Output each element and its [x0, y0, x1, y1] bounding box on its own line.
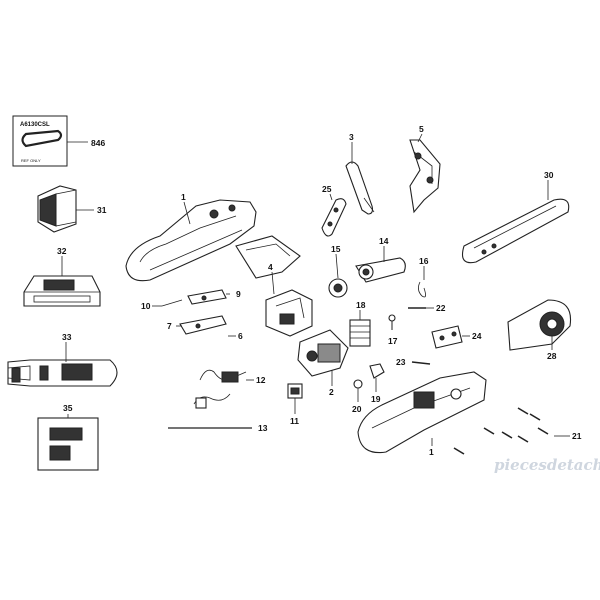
handle-grip [345, 142, 375, 215]
connector [287, 383, 303, 414]
callout-6: 6 [238, 331, 243, 341]
callout-30: 30 [544, 170, 554, 180]
drive-sprocket [328, 253, 348, 298]
callout-4: 4 [268, 262, 273, 272]
housing-left [125, 199, 257, 282]
callout-5: 5 [419, 124, 424, 134]
motor [297, 329, 349, 386]
guide-bar [461, 180, 570, 264]
callout-11: 11 [290, 416, 299, 426]
callout-7: 7 [167, 321, 172, 331]
callout-23: 23 [396, 357, 406, 367]
callout-22: 22 [436, 303, 446, 313]
callout-9: 9 [236, 289, 241, 299]
callout-28: 28 [547, 351, 557, 361]
callout-24: 24 [472, 331, 482, 341]
trigger-switch [152, 289, 230, 307]
callout-16: 16 [419, 256, 429, 266]
chain-model-text: A6130CSL [20, 122, 50, 128]
callout-15: 15 [331, 244, 341, 254]
callout-21: 21 [572, 431, 582, 441]
battery-pack [37, 185, 94, 233]
motor-housing-cover [235, 235, 301, 295]
callout-32: 32 [57, 246, 67, 256]
battery-charger [23, 256, 101, 307]
callout-14: 14 [379, 236, 389, 246]
screw-23 [411, 361, 431, 365]
tension-knob [355, 246, 406, 283]
lock-off-button [176, 315, 236, 337]
pin [388, 314, 396, 330]
watermark: piecesdetachees.com [494, 456, 600, 474]
nut [369, 363, 385, 392]
callout-3: 3 [349, 132, 354, 142]
callout-846: 846 [91, 138, 105, 148]
wiring-harness [193, 369, 254, 409]
filter-cartridge [349, 310, 371, 347]
callout-1-left: 1 [181, 192, 186, 202]
housing-right [357, 371, 487, 454]
chain-reference-box: A6130CSL REF ONLY [12, 115, 88, 167]
callout-10: 10 [141, 301, 151, 311]
bar-scabbard [7, 342, 118, 387]
sprocket-cover [507, 299, 572, 351]
side-plate [321, 193, 347, 237]
callout-35: 35 [63, 403, 73, 413]
ref-only-text: REF ONLY [21, 158, 41, 163]
front-guard [409, 133, 441, 214]
label-sheet [37, 414, 99, 471]
callout-18: 18 [356, 300, 366, 310]
callout-17: 17 [388, 336, 398, 346]
callout-1-right: 1 [429, 447, 434, 457]
gear-housing [265, 289, 313, 337]
spring-clip [418, 266, 426, 298]
callout-19: 19 [371, 394, 381, 404]
callout-25: 25 [322, 184, 332, 194]
callout-33: 33 [62, 332, 72, 342]
callout-31: 31 [97, 205, 107, 215]
callout-12: 12 [256, 375, 266, 385]
callout-13: 13 [258, 423, 268, 433]
callout-2: 2 [329, 387, 334, 397]
callout-20: 20 [352, 404, 362, 414]
screw-set [453, 407, 570, 455]
washer [353, 379, 363, 402]
bar-clamp [431, 325, 470, 349]
